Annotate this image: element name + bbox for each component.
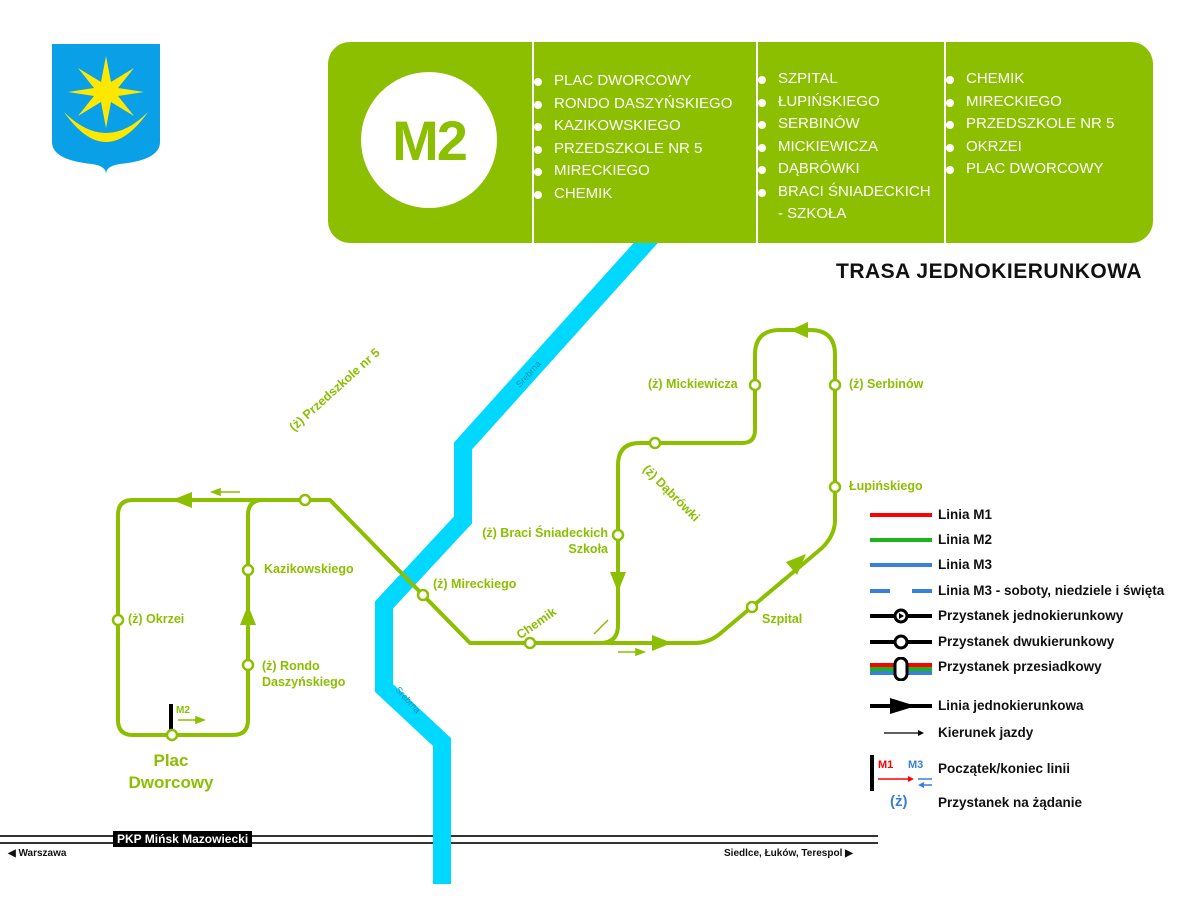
legend-oneway-stop: Przystanek jednokierunkowy: [870, 606, 1200, 626]
legend-m3: Linia M3: [870, 555, 1200, 575]
legend-m3-weekend: Linia M3 - soboty, niedziele i święta: [870, 581, 1200, 601]
legend-label: Kierunek jazdy: [938, 725, 1034, 740]
terminus-line1: Plac: [153, 751, 189, 770]
stop-okrzei: (ż) Okrzei: [128, 612, 185, 626]
stop-szpital: Szpital: [762, 612, 803, 626]
header-stop: ŁUPIŃSKIEGO: [758, 91, 944, 114]
river-label: Srebrna: [394, 685, 423, 715]
stop-serbinow: (ż) Serbinów: [849, 377, 924, 391]
legend-m1: Linia M1: [870, 505, 1200, 525]
stop-braci-line1: (ż) Braci Śniadeckich: [482, 526, 608, 540]
railway-east-label: Siedlce, Łuków, Terespol: [724, 848, 843, 859]
header-stop: PLAC DWORCOWY: [534, 70, 756, 93]
river-label: Srebrna: [514, 359, 543, 389]
legend-m2: Linia M2: [870, 530, 1200, 550]
stop-chemik: Chemik: [513, 604, 559, 642]
header-stop: MICKIEWICZA: [758, 136, 944, 159]
legend-label: Linia jednokierunkowa: [938, 698, 1084, 713]
river-srebrna: [375, 229, 659, 884]
legend-label: Przystanek przesiadkowy: [938, 659, 1102, 674]
legend-transfer-stop: Przystanek przesiadkowy: [870, 656, 1200, 682]
header-stop: BRACI ŚNIADECKICH: [758, 181, 944, 204]
stop-kazikowskiego: Kazikowskiego: [264, 562, 354, 576]
request-stop-symbol: (ż): [890, 793, 908, 810]
stop-mireckiego: (ż) Mireckiego: [433, 577, 517, 591]
route-header: M2 PLAC DWORCOWY RONDO DASZYŃSKIEGO KAZI…: [328, 42, 1153, 243]
stops: [111, 378, 842, 742]
header-stop: - SZKOŁA: [778, 205, 847, 222]
header-stop: SZPITAL: [758, 68, 944, 91]
legend-label: Linia M3: [938, 557, 993, 572]
legend-oneway-line: Linia jednokierunkowa: [870, 696, 1200, 716]
stop-lupinskiego: Łupińskiego: [849, 479, 923, 493]
legend-m3-tag: M3: [908, 759, 924, 771]
legend-request-stop: (ż) Przystanek na żądanie: [870, 793, 1200, 813]
railway-station-label: PKP Mińsk Mazowiecki: [113, 831, 253, 847]
stop-rondo-line1: (ż) Rondo: [262, 659, 320, 673]
arrow-right-icon: ▶: [842, 848, 853, 859]
stop-przedszkole: (ż) Przedszkole nr 5: [286, 345, 383, 434]
header-stop: PRZEDSZKOLE NR 5: [946, 113, 1153, 136]
railway-west: ◀ Warszawa: [8, 848, 66, 859]
stop-column-1: PLAC DWORCOWY RONDO DASZYŃSKIEGO KAZIKOW…: [532, 42, 756, 243]
railway-west-label: Warszawa: [18, 848, 67, 859]
legend-direction: Kierunek jazdy: [870, 723, 1200, 743]
header-stop: RONDO DASZYŃSKIEGO: [534, 93, 756, 116]
line-badge: M2: [361, 72, 497, 208]
stop-column-3: CHEMIK MIRECKIEGO PRZEDSZKOLE NR 5 OKRZE…: [944, 42, 1153, 243]
legend-label: Przystanek jednokierunkowy: [938, 608, 1124, 623]
header-stop: KAZIKOWSKIEGO: [534, 115, 756, 138]
legend-label: Linia M1: [938, 507, 993, 522]
header-stop: PRZEDSZKOLE NR 5: [534, 138, 756, 161]
stop-mickiewicza: (ż) Mickiewicza: [648, 377, 738, 391]
header-stop: PLAC DWORCOWY: [946, 158, 1153, 181]
legend-label: Linia M3 - soboty, niedziele i święta: [938, 583, 1165, 598]
stop-column-2: SZPITAL ŁUPIŃSKIEGO SERBINÓW MICKIEWICZA…: [756, 42, 944, 243]
railway-east: Siedlce, Łuków, Terespol ▶: [724, 848, 853, 859]
stop-braci-line2: Szkoła: [568, 542, 608, 556]
terminus-tag: M2: [176, 705, 190, 716]
legend-terminus: M1 M3 Początek/koniec linii: [870, 755, 1200, 795]
legend-label: Początek/koniec linii: [938, 761, 1071, 776]
header-stop: MIRECKIEGO: [534, 160, 756, 183]
direction-arrows: [172, 322, 808, 651]
terminus-line2: Dworcowy: [128, 773, 214, 792]
arrow-left-icon: ◀: [8, 848, 19, 859]
legend-label: Przystanek na żądanie: [938, 795, 1083, 810]
route-type-label: TRASA JEDNOKIERUNKOWA: [836, 260, 1143, 283]
header-stop: CHEMIK: [946, 68, 1153, 91]
legend-twoway-stop: Przystanek dwukierunkowy: [870, 632, 1200, 652]
stop-rondo-line2: Daszyńskiego: [262, 675, 346, 689]
legend-m1-tag: M1: [878, 759, 894, 771]
header-stop: CHEMIK: [534, 183, 756, 206]
stop-dabrowki: (ż) Dąbrówki: [640, 462, 703, 525]
header-stop: OKRZEI: [946, 136, 1153, 159]
legend-label: Linia M2: [938, 532, 993, 547]
legend-label: Przystanek dwukierunkowy: [938, 634, 1115, 649]
header-stop: SERBINÓW: [758, 113, 944, 136]
header-stop: DĄBRÓWKI: [758, 158, 944, 181]
coat-of-arms-icon: [52, 44, 160, 174]
header-stop: MIRECKIEGO: [946, 91, 1153, 114]
